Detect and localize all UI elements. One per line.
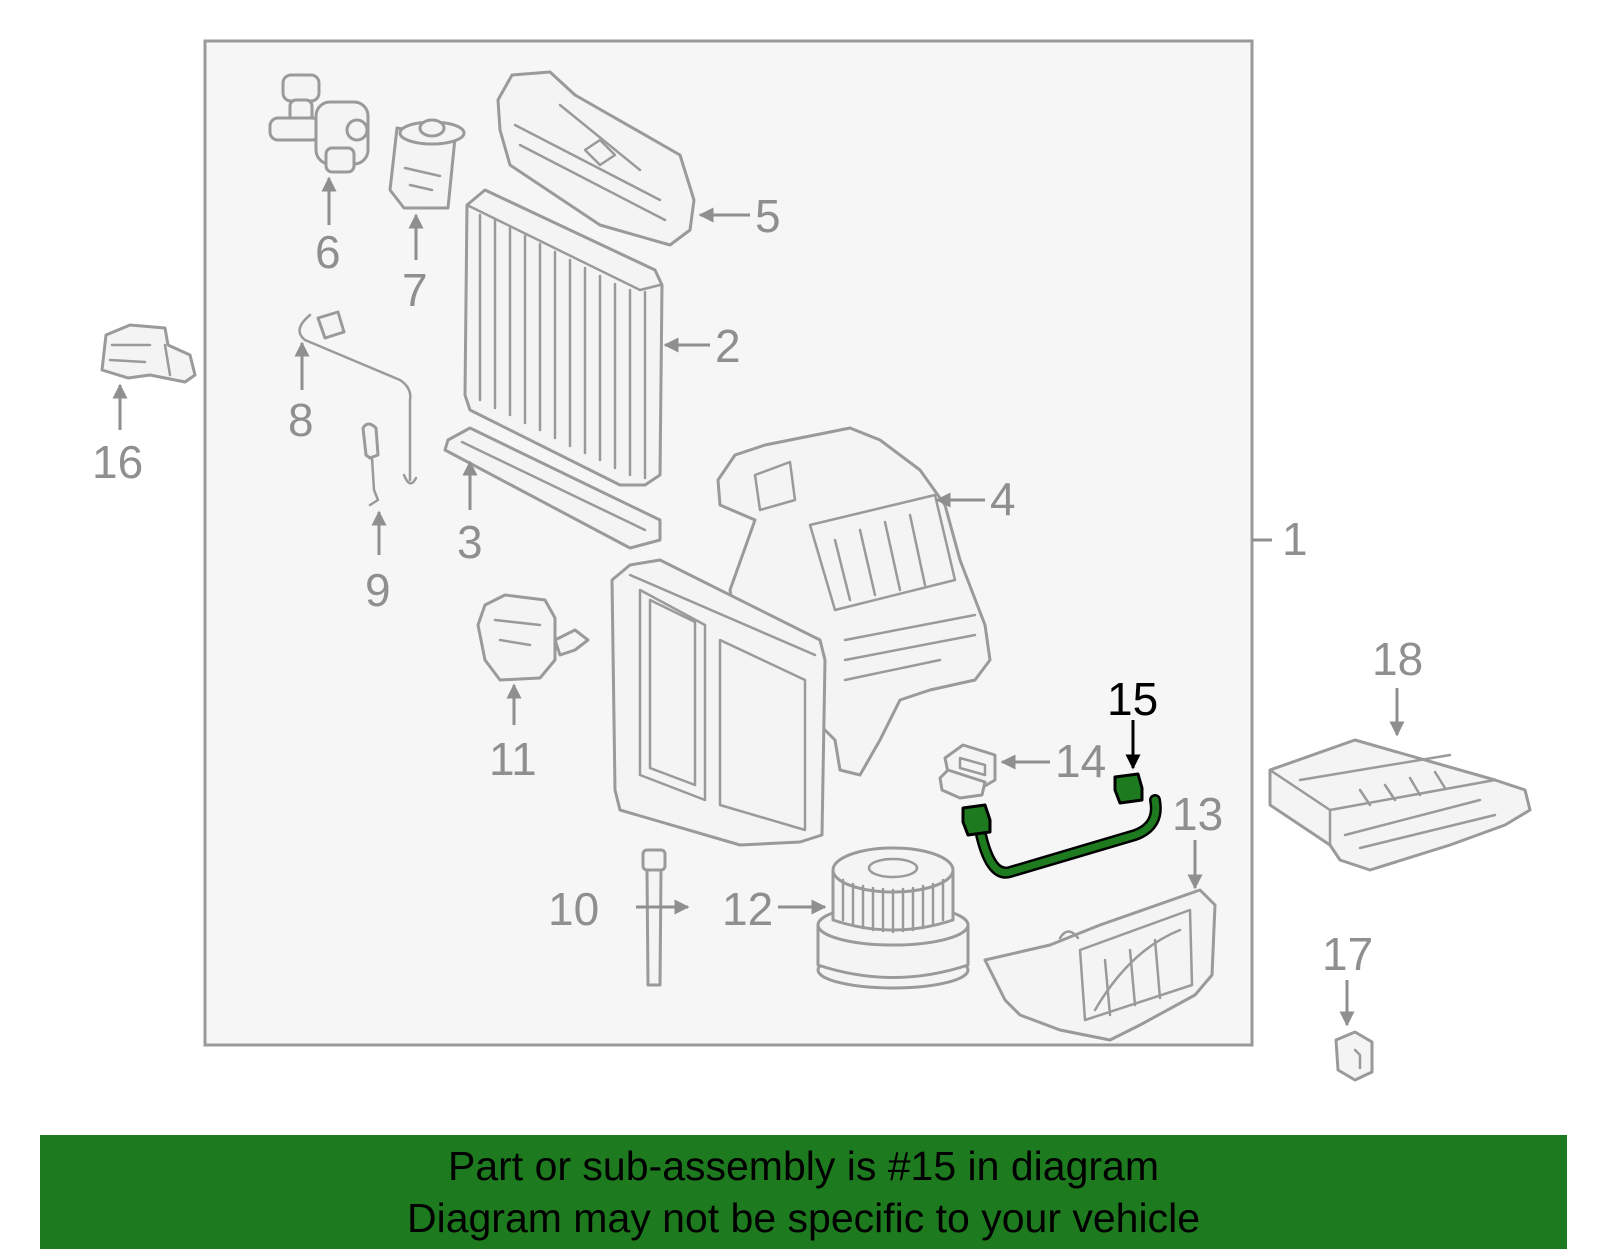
callout-8: 8 xyxy=(288,394,314,446)
callout-13: 13 xyxy=(1172,788,1223,840)
part-14-resistor xyxy=(938,743,997,800)
callout-3: 3 xyxy=(457,516,483,568)
part-6-expansion-valve xyxy=(268,73,370,174)
callout-12: 12 xyxy=(722,883,773,935)
part-18-heater-core xyxy=(1268,738,1532,872)
part-17-clip xyxy=(1334,1030,1374,1082)
callout-6: 6 xyxy=(315,226,341,278)
part-info-banner: Part or sub-assembly is #15 in diagram D… xyxy=(40,1135,1567,1249)
callout-18: 18 xyxy=(1372,633,1423,685)
part-11-actuator xyxy=(476,593,590,682)
callout-2: 2 xyxy=(715,320,741,372)
part-15-wire-harness[interactable] xyxy=(961,772,1162,879)
callout-11: 11 xyxy=(489,733,537,785)
callout-1: 1 xyxy=(1282,513,1308,565)
part-13-case-lower xyxy=(983,888,1217,1042)
part-5-housing-cover xyxy=(496,70,696,247)
heater-case xyxy=(610,558,827,847)
part-8-thermistor xyxy=(298,310,418,485)
part-16-bracket xyxy=(100,323,197,384)
callout-16: 16 xyxy=(92,436,143,488)
callout-9: 9 xyxy=(365,564,391,616)
callout-10: 10 xyxy=(548,883,599,935)
callout-7: 7 xyxy=(402,264,428,316)
callout-14: 14 xyxy=(1055,735,1106,787)
banner-line-2: Diagram may not be specific to your vehi… xyxy=(406,1195,1200,1241)
callout-4: 4 xyxy=(990,473,1016,525)
part-10-pipe xyxy=(641,848,667,987)
part-2-evaporator xyxy=(463,188,664,487)
part-12-blower-motor xyxy=(816,846,970,990)
callout-17: 17 xyxy=(1322,928,1373,980)
callout-5: 5 xyxy=(755,190,781,242)
parts-diagram: 1 2 3 4 5 6 7 8 9 10 11 12 13 14 15 16 1… xyxy=(92,39,1532,1082)
part-3-tray xyxy=(443,426,662,550)
callout-15: 15 xyxy=(1107,673,1158,725)
part-7-component xyxy=(388,118,466,210)
banner-line-1: Part or sub-assembly is #15 in diagram xyxy=(448,1143,1159,1189)
part-9-sensor xyxy=(361,422,380,507)
